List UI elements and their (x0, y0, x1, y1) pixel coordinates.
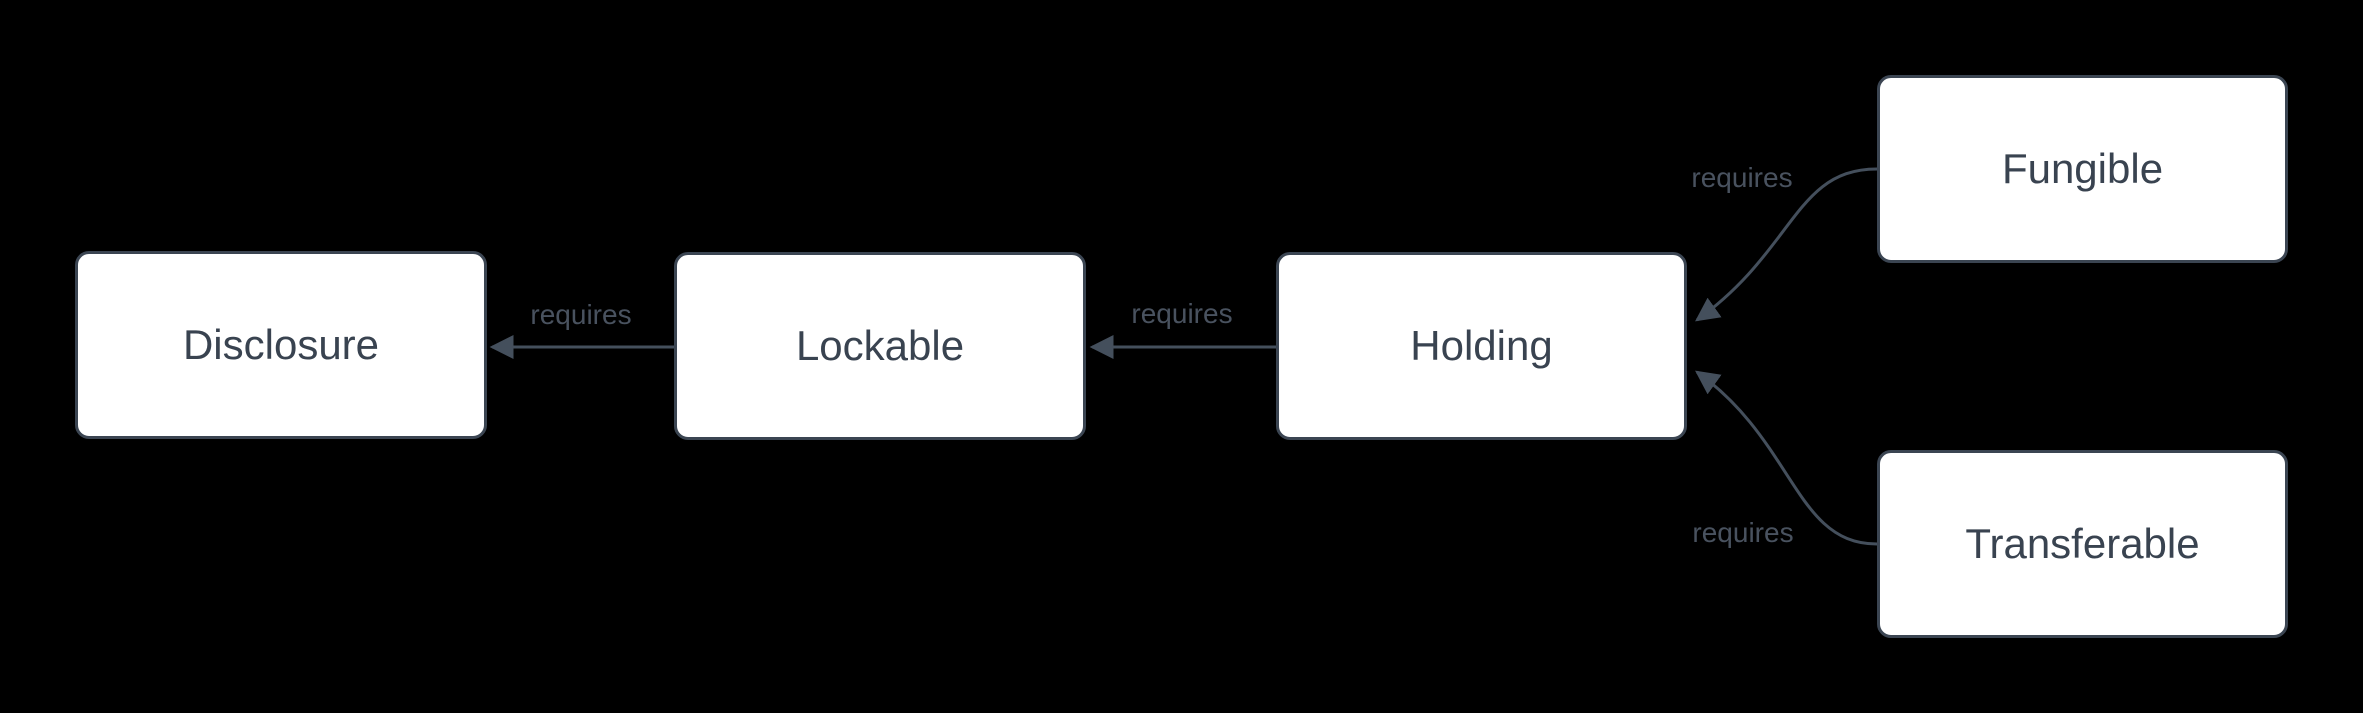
node-fungible-label: Fungible (2001, 144, 2164, 192)
edge-label-fungible-requires-holding: requires (1691, 162, 1793, 194)
edge-fungible-to-holding (1695, 167, 1878, 322)
node-disclosure[interactable]: Disclosure (75, 251, 487, 439)
node-transferable-label: Transferable (1965, 519, 2200, 567)
node-holding-label: Holding (1410, 321, 1553, 369)
node-fungible[interactable]: Fungible (1877, 75, 2288, 263)
node-holding[interactable]: Holding (1276, 252, 1687, 440)
node-transferable[interactable]: Transferable (1877, 450, 2288, 638)
edge-label-transferable-requires-holding: requires (1692, 517, 1794, 549)
edge-label-holding-requires-lockable: requires (1131, 298, 1233, 330)
node-disclosure-label: Disclosure (182, 320, 380, 368)
edge-label-lockable-requires-disclosure: requires (530, 299, 632, 331)
node-lockable-label: Lockable (795, 321, 965, 369)
edge-transferable-to-holding (1695, 370, 1878, 546)
node-lockable[interactable]: Lockable (674, 252, 1086, 440)
